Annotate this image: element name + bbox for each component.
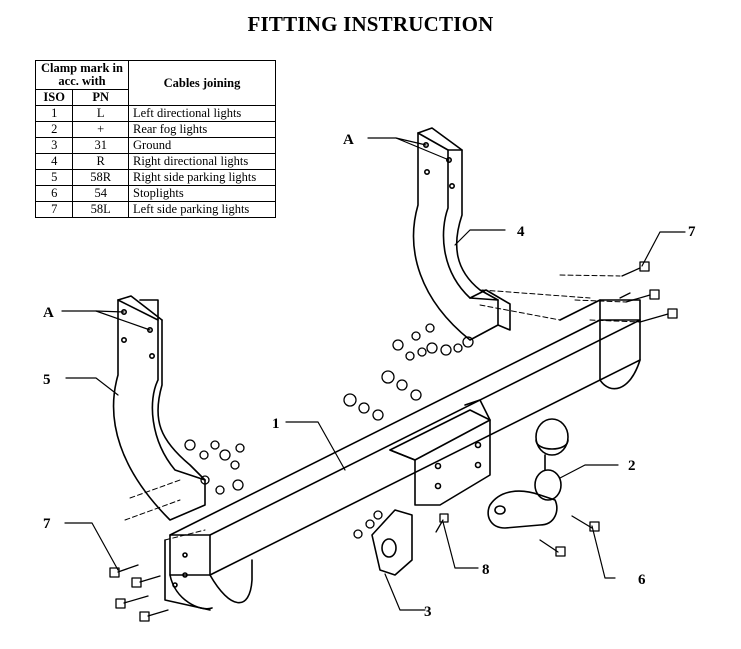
clamp-mark-header: Clamp mark in acc. with (35, 60, 129, 90)
iso-cell: 7 (34, 201, 74, 218)
callout-1: 1 (272, 416, 280, 432)
desc-cell: Stoplights (128, 185, 276, 202)
callout-6: 6 (638, 572, 646, 588)
callout-4: 4 (517, 224, 525, 240)
iso-cell: 5 (34, 169, 74, 186)
desc-cell: Right side parking lights (128, 169, 276, 186)
callout-3: 3 (424, 604, 432, 620)
desc-cell: Ground (128, 137, 276, 154)
pn-cell: 58L (72, 201, 129, 218)
cable-joining-table: Clamp mark in acc. with Cables joining I… (34, 60, 276, 218)
right-bracket-part-4 (412, 127, 511, 341)
assembly-guide-lines (124, 274, 641, 541)
callout-a-left: A (43, 305, 54, 321)
callout-2: 2 (628, 458, 636, 474)
callout-7-left: 7 (43, 516, 51, 532)
tow-ball-part-2 (487, 418, 569, 529)
fastener-set (109, 261, 678, 622)
cables-joining-header: Cables joining (128, 60, 276, 106)
pn-cell: 54 (72, 185, 129, 202)
desc-cell: Right directional lights (128, 153, 276, 170)
callout-7-top: 7 (688, 224, 696, 240)
callout-5: 5 (43, 372, 51, 388)
callout-a-top: A (343, 132, 354, 148)
table-header-row: Clamp mark in acc. with Cables joining (35, 60, 276, 106)
left-bracket-part-5 (112, 295, 206, 521)
pn-header: PN (72, 89, 129, 106)
socket-plate-part-3 (371, 509, 413, 576)
callout-8: 8 (482, 562, 490, 578)
pn-cell: 31 (72, 137, 129, 154)
callout-leaders (61, 137, 686, 611)
page-title: FITTING INSTRUCTION (247, 12, 494, 36)
ball-mount-plate (389, 399, 491, 506)
desc-cell: Left side parking lights (128, 201, 276, 218)
